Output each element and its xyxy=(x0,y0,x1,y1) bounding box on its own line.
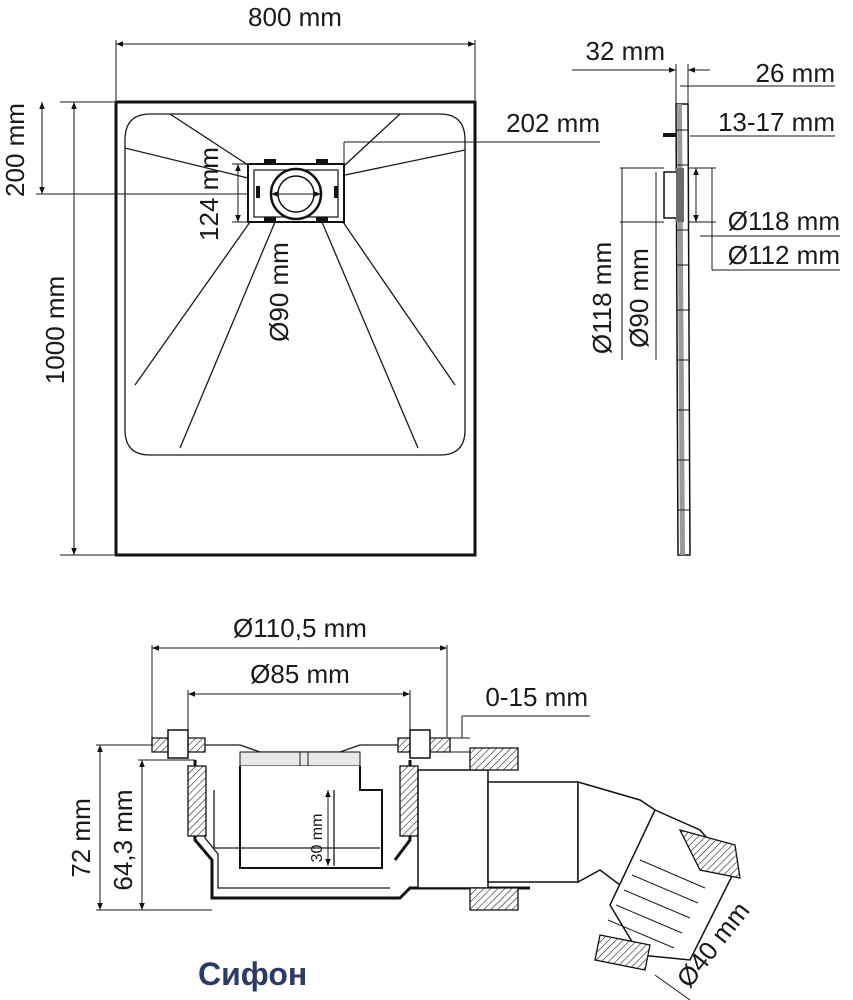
siphon-section: Ø110,5 mm Ø85 mm 0-15 mm 72 mm 64,3 mm 3… xyxy=(66,613,755,1000)
siphon-height-inner-label: 64,3 mm xyxy=(108,789,138,890)
siphon-adjust-label: 0-15 mm xyxy=(485,682,588,712)
side-left-inner-label: Ø90 mm xyxy=(624,248,654,348)
side-body-label: 26 mm xyxy=(756,58,835,88)
water-seal-label: 30 mm xyxy=(309,814,326,863)
siphon-height-label: 72 mm xyxy=(66,798,96,877)
drain-side-label: 202 mm xyxy=(506,108,600,138)
drain-hole-label: Ø90 mm xyxy=(264,242,294,342)
tray-plan-view: 800 mm 1000 mm 200 mm 124 mm Ø90 mm 202 … xyxy=(0,2,600,557)
side-outer-dia-label: Ø118 mm xyxy=(728,206,840,236)
drain-box xyxy=(247,159,345,223)
side-left-outer-label: Ø118 mm xyxy=(587,242,617,354)
length-label: 1000 mm xyxy=(40,276,70,384)
width-label: 800 mm xyxy=(248,2,342,32)
siphon-inner-dia-label: Ø85 mm xyxy=(250,659,350,689)
side-rim-label: 13-17 mm xyxy=(718,107,835,137)
siphon-caption: Сифон xyxy=(198,956,307,992)
drain-box-label: 124 mm xyxy=(194,147,224,241)
drain-offset-label: 200 mm xyxy=(0,103,30,197)
side-inner-dia-label: Ø112 mm xyxy=(728,240,840,270)
tray-side-view: 32 mm 26 mm 13-17 mm Ø118 mm Ø112 mm Ø11… xyxy=(572,36,840,556)
side-total-label: 32 mm xyxy=(586,36,665,66)
slope-lines xyxy=(124,113,466,449)
tray-basin xyxy=(124,113,466,456)
siphon-top-dia-label: Ø110,5 mm xyxy=(233,613,367,643)
